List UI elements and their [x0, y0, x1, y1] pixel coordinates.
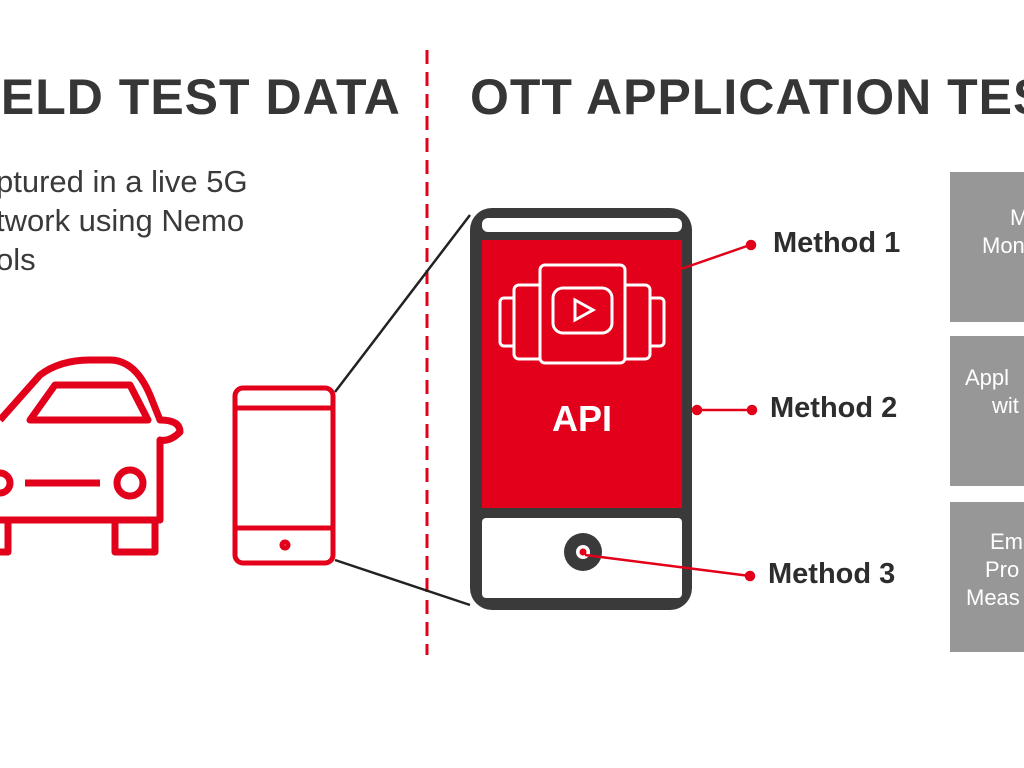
box-line: Em: [990, 529, 1023, 554]
method-3-label: Method 3: [768, 558, 896, 590]
box-line: M: [1010, 205, 1024, 230]
right-title: OTT APPLICATION TES: [470, 69, 1024, 125]
small-phone-icon: [232, 385, 336, 566]
api-label: API: [551, 398, 612, 439]
car-icon: [0, 356, 184, 556]
left-description: ptured in a live 5G twork using Nemo ols: [0, 162, 248, 279]
description-line: twork using Nemo: [0, 203, 245, 238]
method-2-box: Appl wit: [950, 336, 1024, 486]
box-line: Meas: [966, 585, 1020, 610]
method-2-label: Method 2: [770, 392, 898, 424]
left-title: IELD TEST DATA: [0, 69, 401, 125]
box-line: Mon: [982, 233, 1024, 258]
box-line: wit: [992, 393, 1019, 418]
box-line: Pro: [985, 557, 1020, 582]
method-3-box: Em Pro Meas: [950, 502, 1024, 652]
box-line: Appl: [965, 365, 1010, 390]
method-connectors: [584, 239, 758, 582]
description-line: ptured in a live 5G: [0, 164, 248, 199]
zoom-line-top: [334, 214, 471, 393]
zoom-line-bottom: [334, 558, 471, 607]
method-1-label: Method 1: [773, 227, 901, 259]
video-apps-icon: [498, 263, 666, 365]
method-1-box: M Mon: [950, 172, 1024, 322]
description-line: ols: [0, 242, 36, 277]
